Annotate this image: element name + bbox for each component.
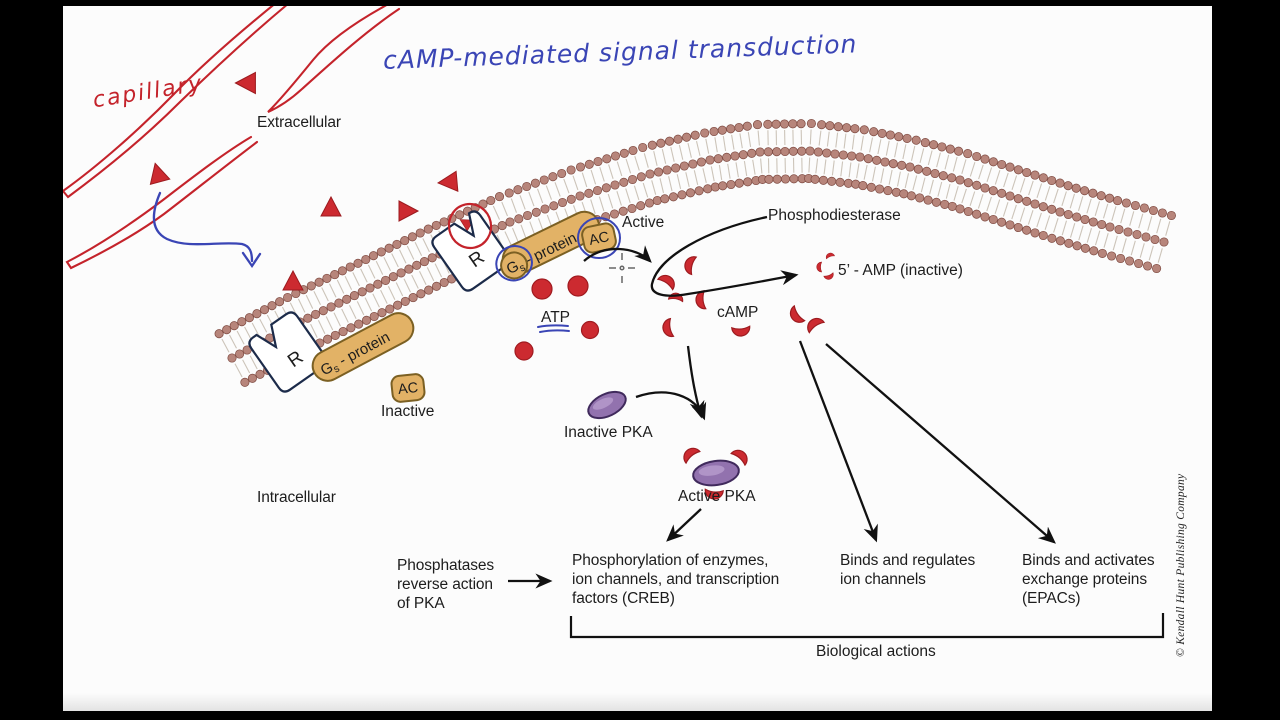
atp-dot <box>514 341 534 361</box>
letterbox-right <box>1212 0 1280 720</box>
binds-activates-text: Binds and activates exchange proteins (E… <box>1022 551 1155 608</box>
arrow-camp-to-pka <box>686 345 705 419</box>
amp-label: 5’ - AMP (inactive) <box>838 262 963 279</box>
camp-shape <box>657 271 679 291</box>
arrow-inactive-to-active-pka <box>635 391 707 421</box>
camp-shape <box>682 254 697 276</box>
biological-actions-label: Biological actions <box>816 643 936 660</box>
arrow-pka-to-phosphorylation <box>666 508 702 542</box>
amp-fragments <box>816 251 836 282</box>
phosphorylation-line: Phosphorylation of enzymes, <box>572 552 769 569</box>
camp-molecules <box>657 254 825 339</box>
binds-regulates-line: Binds and regulates <box>840 552 976 569</box>
ligand-triangle <box>398 200 419 222</box>
phosphatases-text: Phosphatases reverse action of PKA <box>397 556 494 613</box>
arrow-camp-to-epacs <box>825 343 1056 544</box>
ac-inactive: AC <box>390 373 426 403</box>
arrow-ac-to-camp <box>583 245 652 263</box>
active-pka-shape <box>679 444 752 501</box>
intracellular-label: Intracellular <box>257 489 336 506</box>
inactive-label: Inactive <box>381 403 434 420</box>
inactive-pka-label: Inactive PKA <box>564 424 653 441</box>
capillary-wall-upper-left <box>61 0 291 199</box>
capillary-wall-lower <box>65 135 259 270</box>
phosphodiesterase-label: Phosphodiesterase <box>768 207 901 224</box>
ligand-triangle <box>234 71 256 95</box>
phosphatases-line: of PKA <box>397 595 445 612</box>
amp-fragment <box>816 261 822 273</box>
hand-circle-ligand <box>447 202 493 250</box>
binds-activates-line: (EPACs) <box>1022 590 1081 607</box>
capillary-wall-upper-right <box>267 0 401 113</box>
receptor-r2: R <box>248 311 328 393</box>
letterbox-bottom <box>0 711 1280 720</box>
pka-bound-camp <box>679 444 701 464</box>
handwritten-title: cAMP-mediated signal transduction <box>383 29 858 75</box>
extracellular-label: Extracellular <box>257 114 341 131</box>
active-pka-label: Active PKA <box>678 488 756 505</box>
camp-shape <box>786 305 806 327</box>
camp-label: cAMP <box>717 304 758 321</box>
gs-protein-active: Gs- protein <box>495 210 601 282</box>
binds-regulates-line: ion channels <box>840 571 926 588</box>
flow-arrows <box>508 215 1056 589</box>
atp-dot <box>531 278 553 300</box>
inactive-pka-shape <box>587 390 627 420</box>
ac-inactive-label: AC <box>397 380 419 398</box>
active-label: Active <box>622 214 664 231</box>
hand-circle-gs <box>495 245 533 282</box>
amp-fragment <box>824 251 835 260</box>
atp-dot <box>567 275 589 297</box>
ligand-triangle <box>144 160 171 185</box>
amp-fragment <box>823 272 836 282</box>
atp-underline <box>537 324 570 333</box>
ligand-triangle <box>282 270 304 291</box>
phosphatases-line: reverse action <box>397 576 493 593</box>
capillary-label: capillary <box>91 71 205 113</box>
camp-shape <box>803 314 825 334</box>
arrow-phosphodiesterase <box>650 215 799 297</box>
copyright-text: © Kendall Hunt Publishing Company <box>1175 473 1187 657</box>
ac-active: AC <box>581 222 617 254</box>
camp-shape <box>660 318 675 339</box>
letterbox-left <box>0 0 63 720</box>
biological-actions-bracket <box>569 613 1165 639</box>
capillary-sketch <box>61 0 401 270</box>
ligand-triangle <box>436 170 459 194</box>
phosphatases-line: Phosphatases <box>397 557 495 574</box>
page-bottom-fade <box>63 693 1212 711</box>
arrow-camp-to-ion-channels <box>798 340 878 543</box>
letterbox-top <box>0 0 1280 6</box>
phosphorylation-text: Phosphorylation of enzymes, ion channels… <box>572 551 779 608</box>
binds-activates-line: exchange proteins <box>1022 571 1147 588</box>
pka-bound-camp <box>730 446 752 466</box>
binds-activates-line: Binds and activates <box>1022 552 1155 569</box>
crosshair-cursor <box>609 253 635 283</box>
atp-label: ATP <box>541 309 570 326</box>
atp-molecules <box>514 275 600 361</box>
hormone-release-arrow <box>152 191 262 269</box>
ligand-triangle <box>320 196 342 217</box>
binds-regulates-text: Binds and regulates ion channels <box>840 551 975 589</box>
phosphorylation-line: ion channels, and transcription <box>572 571 780 588</box>
ac-active-label: AC <box>588 229 611 249</box>
camp-shape <box>731 325 752 338</box>
hand-circle-ac <box>577 217 621 259</box>
phosphorylation-line: factors (CREB) <box>572 590 675 607</box>
atp-dot <box>580 320 600 340</box>
